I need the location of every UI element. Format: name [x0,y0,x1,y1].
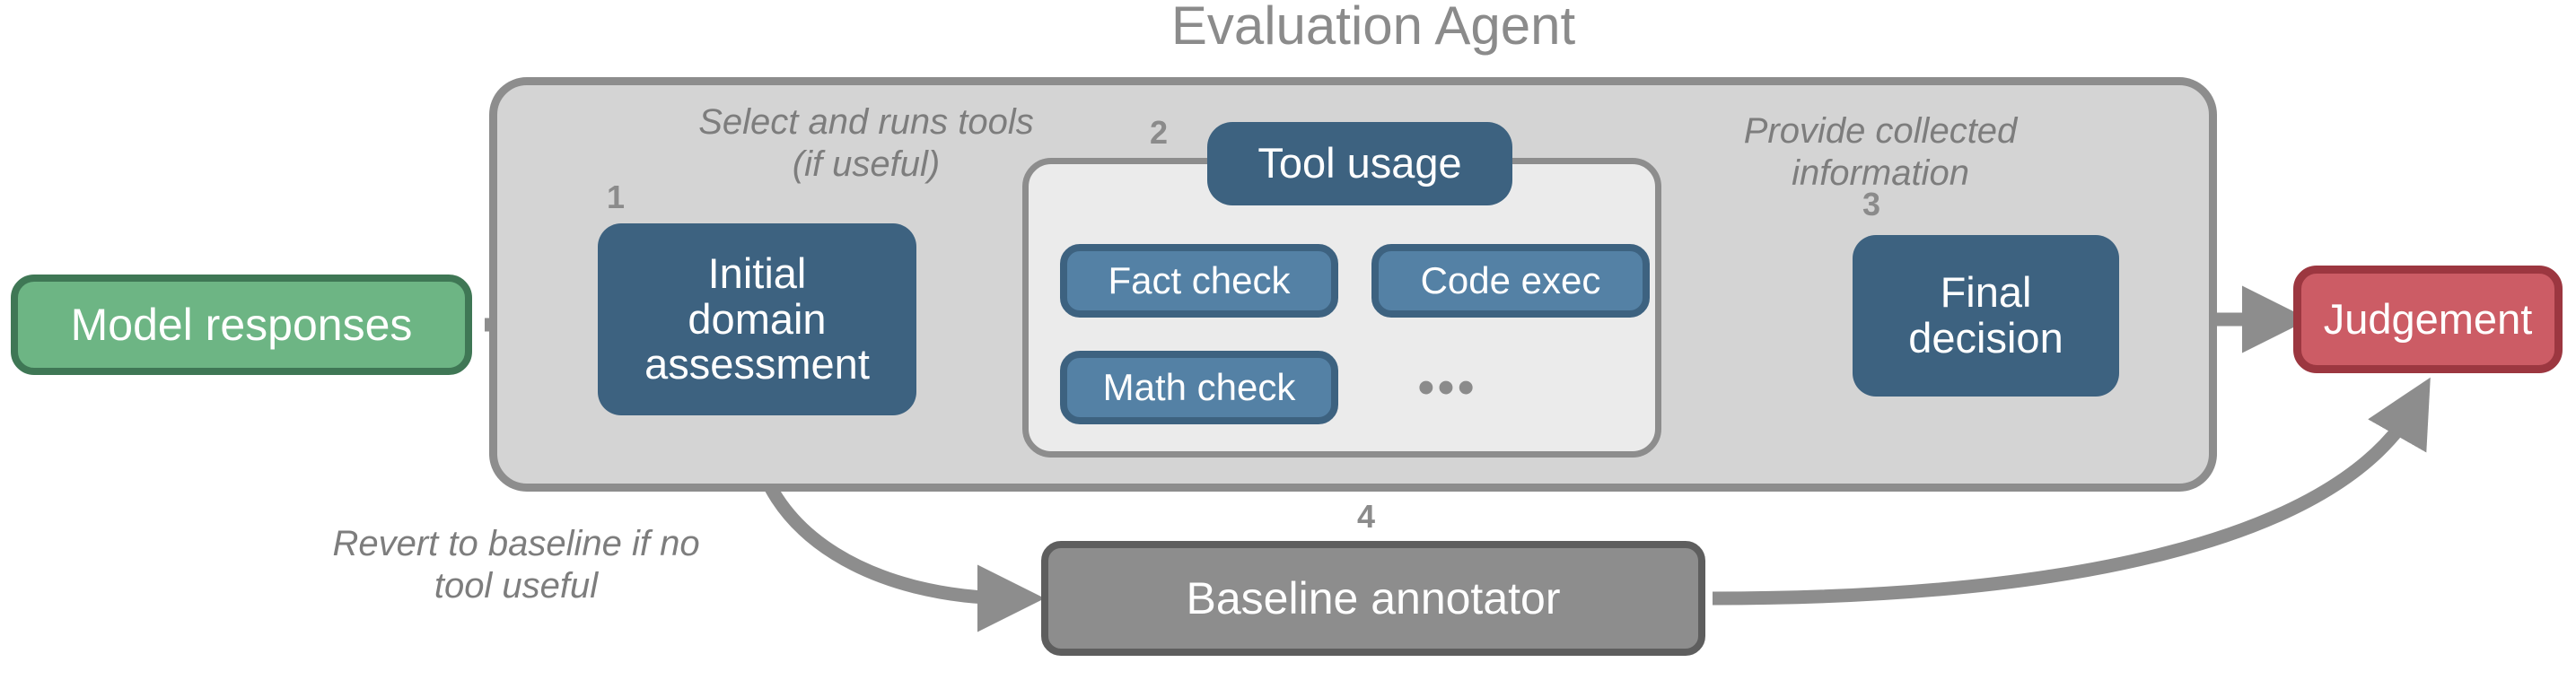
annotation-select-tools: Select and runs tools (if useful) [698,102,1034,185]
node-fact-check-label: Fact check [1108,259,1291,302]
node-judgement[interactable]: Judgement [2293,266,2563,373]
arrow-baseline-to-judgement [1712,377,2431,606]
node-math-check-label: Math check [1102,366,1296,409]
more-tools-ellipsis-icon: ••• [1371,351,1524,424]
step-number-2: 2 [1150,114,1169,151]
more-tools-ellipsis-label: ••• [1417,361,1478,414]
node-initial-assessment-line2: domain [688,294,827,343]
node-model-responses[interactable]: Model responses [11,275,472,375]
node-final-decision[interactable]: Final decision [1853,235,2119,397]
node-final-decision-line1: Final [1940,268,2032,317]
badge-tool-usage-label: Tool usage [1257,139,1462,187]
node-initial-domain-assessment[interactable]: Initial domain assessment [598,223,916,415]
node-final-decision-line2: decision [1908,314,2063,362]
node-math-check[interactable]: Math check [1060,351,1338,424]
node-initial-assessment-line1: Initial [707,248,807,297]
annotation-revert-to-baseline: Revert to baseline if no tool useful [332,524,700,606]
node-judgement-label: Judgement [2323,294,2533,343]
step-number-4: 4 [1357,498,1376,535]
node-fact-check[interactable]: Fact check [1060,244,1338,318]
node-model-responses-label: Model responses [70,300,413,350]
annotation-provide-collected-information: Provide collected information [1743,111,2018,194]
node-code-exec[interactable]: Code exec [1371,244,1650,318]
node-initial-assessment-line3: assessment [644,340,870,388]
page-title: Evaluation Agent [1170,0,1576,56]
node-code-exec-label: Code exec [1420,259,1601,302]
node-baseline-annotator[interactable]: Baseline annotator [1041,541,1705,656]
badge-tool-usage[interactable]: Tool usage [1207,122,1512,205]
node-baseline-annotator-label: Baseline annotator [1186,573,1561,623]
step-number-1: 1 [607,179,626,215]
step-number-3: 3 [1862,186,1881,222]
